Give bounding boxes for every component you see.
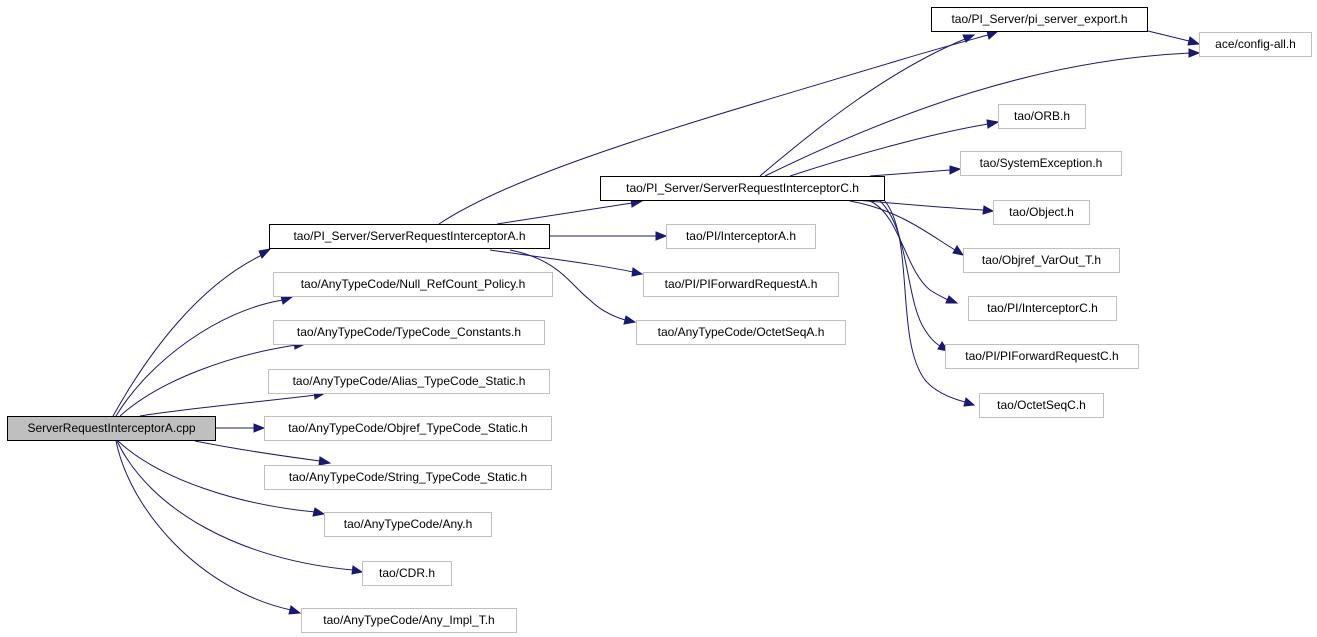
arrowhead	[623, 315, 637, 325]
edge-sric-to-pi-export	[759, 38, 966, 177]
octetseq-c-header-node[interactable]: tao/OctetSeqC.h	[979, 393, 1104, 418]
edge-root-to-cdr	[116, 440, 354, 571]
interceptor-c-header-node[interactable]: tao/PI/InterceptorC.h	[968, 296, 1117, 321]
edge-sric-to-sysex	[869, 169, 951, 177]
edge-sric-to-config-all	[764, 52, 1191, 177]
edge-root-to-sria	[112, 254, 263, 417]
edge-sria-to-pifwd-a	[489, 249, 634, 273]
string-typecode-static-header-node[interactable]: tao/AnyTypeCode/String_TypeCode_Static.h	[264, 465, 552, 490]
edge-root-to-alias-tc	[139, 394, 317, 417]
arrowhead	[318, 456, 332, 466]
system-exception-header-node[interactable]: tao/SystemException.h	[960, 151, 1122, 176]
edge-root-to-any	[117, 440, 316, 513]
arrowhead	[288, 605, 302, 615]
null-refcount-policy-header-node[interactable]: tao/AnyTypeCode/Null_RefCount_Policy.h	[273, 272, 553, 297]
any-impl-t-header-node[interactable]: tao/AnyTypeCode/Any_Impl_T.h	[301, 608, 517, 633]
arrowhead	[986, 30, 1000, 40]
objref-varout-t-header-node[interactable]: tao/Objref_VarOut_T.h	[963, 248, 1120, 273]
edge-sric-to-pifwd-c	[879, 200, 941, 347]
root-source-file-node: ServerRequestInterceptorA.cpp	[7, 416, 216, 441]
arrowhead	[655, 231, 668, 241]
arrowhead	[351, 565, 364, 575]
arrowhead	[986, 119, 1000, 129]
arrowhead	[1187, 36, 1201, 46]
octetseq-a-header-node[interactable]: tao/AnyTypeCode/OctetSeqA.h	[636, 320, 846, 345]
edge-sria-to-sric	[496, 202, 633, 225]
edge-pi-export-to-config-all	[1147, 30, 1190, 42]
arrowhead	[945, 295, 959, 304]
edge-root-to-any-impl	[115, 440, 292, 611]
arrowhead	[982, 205, 995, 215]
alias-typecode-static-header-node[interactable]: tao/AnyTypeCode/Alias_TypeCode_Static.h	[268, 369, 550, 394]
edge-root-to-string-tc	[194, 440, 321, 462]
edge-sric-to-orb	[789, 123, 989, 177]
arrowhead	[312, 507, 326, 517]
server-request-interceptor-a-header-node[interactable]: tao/PI_Server/ServerRequestInterceptorA.…	[269, 224, 550, 249]
arrowhead	[1188, 48, 1201, 58]
arrowhead	[253, 423, 266, 433]
objref-typecode-static-header-node[interactable]: tao/AnyTypeCode/Objref_TypeCode_Static.h	[264, 416, 552, 441]
cdr-header-node[interactable]: tao/CDR.h	[362, 561, 452, 586]
orb-header-node[interactable]: tao/ORB.h	[998, 104, 1086, 129]
edge-root-to-null-ref	[115, 299, 284, 417]
server-request-interceptor-c-header-node[interactable]: tao/PI_Server/ServerRequestInterceptorC.…	[600, 176, 885, 201]
pi-forward-request-a-header-node[interactable]: tao/PI/PIForwardRequestA.h	[643, 272, 839, 297]
object-header-node[interactable]: tao/Object.h	[993, 200, 1090, 225]
arrowhead	[952, 245, 965, 256]
pi-server-export-header-node[interactable]: tao/PI_Server/pi_server_export.h	[931, 7, 1148, 32]
arrowhead	[280, 295, 294, 305]
typecode-constants-header-node[interactable]: tao/AnyTypeCode/TypeCode_Constants.h	[273, 320, 545, 345]
arrowhead	[258, 248, 272, 259]
arrowhead	[963, 397, 976, 407]
edge-sria-to-octetseq-a	[509, 249, 626, 321]
edge-sric-to-octetseq-c	[884, 200, 966, 403]
config-all-header-node[interactable]: ace/config-all.h	[1199, 32, 1312, 57]
pi-forward-request-c-header-node[interactable]: tao/PI/PIForwardRequestC.h	[945, 344, 1139, 369]
arrowhead	[949, 165, 962, 175]
any-header-node[interactable]: tao/AnyTypeCode/Any.h	[324, 512, 492, 537]
edge-root-to-tc-const	[119, 344, 297, 417]
edge-sric-to-interceptor-c	[869, 200, 949, 301]
arrowhead	[631, 267, 644, 277]
edge-sric-to-varout	[849, 200, 956, 251]
interceptor-a-header-node[interactable]: tao/PI/InterceptorA.h	[666, 224, 816, 249]
arrowhead	[962, 34, 976, 43]
